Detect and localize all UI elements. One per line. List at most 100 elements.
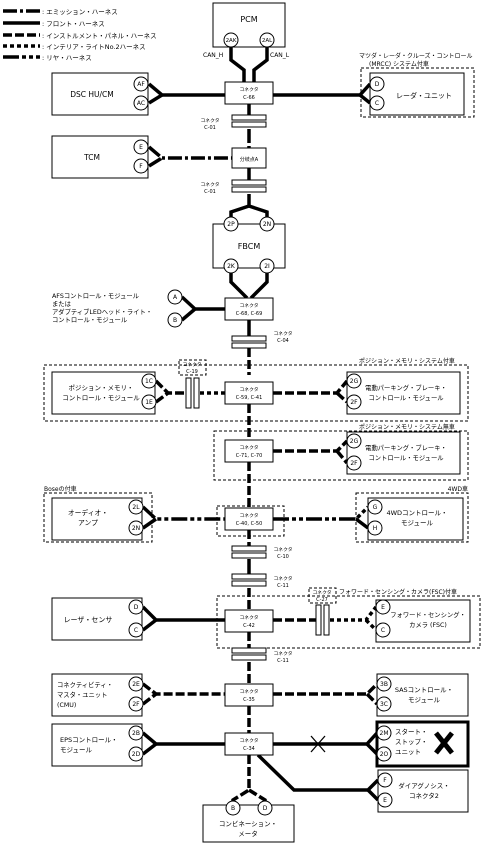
- pin-pcm-2: [259, 32, 275, 48]
- pin-dsc-1-label: AF: [137, 81, 145, 88]
- afs-label-3: アダプティブLEDヘッド・ライト・: [52, 307, 152, 316]
- cmu-label-2: マスタ・ユニット: [57, 690, 107, 699]
- pin-meter-2: [257, 800, 273, 816]
- connector-c01a-code: C-01: [204, 125, 216, 131]
- pin-pos-1: [141, 373, 157, 389]
- connector-c01a-top: [231, 114, 267, 121]
- awd-module: [367, 497, 464, 541]
- connector-c40: [224, 507, 274, 531]
- pos-memory-label-1: ポジション・メモリ・: [69, 384, 134, 392]
- note-bose: Boseの付車: [44, 485, 77, 493]
- meter-module: [202, 804, 295, 843]
- pin-sas-2: [376, 696, 392, 712]
- wire-start-2: [365, 742, 379, 756]
- legend-interior-label: : インテリア・ライトNo.2ハーネス: [42, 43, 146, 51]
- note-pos-without: ポジション・メモリ・システム無車: [359, 423, 455, 431]
- note-mrcc-2: (MRCC) システム付車: [369, 60, 429, 68]
- start-stop-module: [375, 720, 470, 768]
- pin-sas-1: [376, 676, 392, 692]
- dsc-label: DSC HU/CM: [70, 90, 114, 99]
- connector-c59: [224, 381, 274, 405]
- pin-diag-2-label: E: [383, 797, 387, 804]
- connector-c19-code: C-19: [186, 369, 198, 375]
- pin-4wd-1: [367, 499, 383, 515]
- pin-tcm-2-label: F: [139, 163, 143, 170]
- pin-dsc-1: [133, 76, 149, 92]
- pin-fsc-2-label: C: [381, 627, 385, 634]
- epb-1-label-2: コントロール・モジュール: [368, 394, 443, 402]
- wire-epb1-1: [273, 379, 349, 395]
- pin-audio-1-label: 2L: [132, 504, 140, 511]
- pin-meter-1-label: B: [231, 805, 235, 812]
- fsc-label-2: カメラ (FSC): [409, 621, 447, 629]
- epb-module-2: [346, 431, 461, 475]
- connector-c10-bottom: [231, 552, 267, 559]
- connector-c40-title: コネクタ: [240, 512, 259, 519]
- pin-diag-1: [377, 772, 393, 788]
- connector-c68-code: C-68, C-69: [236, 311, 263, 317]
- fsc-label-1: フォワード・センシング・: [390, 610, 466, 619]
- connector-c11a-title: コネクタ: [274, 575, 293, 582]
- epb-2-label-2: コントロール・モジュール: [368, 454, 443, 462]
- connector-c11b-top: [231, 647, 267, 654]
- pin-sas-2-label: 3C: [380, 701, 388, 708]
- diag-label-2: コネクタ2: [409, 791, 439, 800]
- pin-pcm-1: [223, 32, 239, 48]
- frame-mrcc: [360, 67, 475, 118]
- pin-start-1-label: 2M: [380, 730, 389, 737]
- connector-c11b-bottom: [231, 654, 267, 661]
- connector-c59-code: C-59, C-41: [236, 395, 263, 401]
- wire-afs-1: [180, 295, 225, 311]
- frame-pos-without: [213, 430, 469, 481]
- afs-label-2: または: [52, 300, 71, 308]
- pin-cmu-1-label: 2E: [132, 681, 140, 688]
- note-4wd: 4WD車: [448, 485, 468, 493]
- pin-fbcm-bot-1: [223, 258, 239, 274]
- wire-fbcm-bot-2: [249, 272, 269, 300]
- radar-label: レーダ・ユニット: [396, 91, 452, 100]
- cmu-label-3: (CMU): [57, 702, 76, 709]
- audio-label-2: アンプ: [78, 519, 98, 527]
- pin-4wd-1-label: G: [373, 504, 378, 511]
- wire-tcm-2: [148, 156, 163, 168]
- pin-dsc-2-label: AC: [137, 100, 145, 107]
- connector-c35-title: コネクタ: [240, 688, 259, 695]
- pin-epb1-2-label: 2F: [350, 399, 358, 406]
- wire-audio-2: [142, 517, 157, 530]
- legend-emission-label: : エミッション・ハーネス: [42, 8, 118, 16]
- connector-c27-right: [323, 604, 330, 636]
- wire-epb2-2: [335, 449, 349, 465]
- pin-radar-1: [369, 76, 385, 92]
- pos-memory-label-2: コントロール・モジュール: [62, 394, 140, 402]
- pin-fbcm-bot-1-label: 2K: [227, 263, 236, 270]
- connector-c04-bottom: [231, 342, 267, 349]
- pin-afs-1: [167, 289, 183, 305]
- connector-c01b-code: C-01: [204, 189, 216, 195]
- fbcm-label: FBCM: [238, 242, 261, 251]
- meter-label-2: メータ: [238, 829, 258, 838]
- pin-dsc-2: [133, 95, 149, 111]
- wire-eps-2: [141, 742, 158, 756]
- connector-c34: [224, 732, 274, 756]
- connector-c19-right: [193, 377, 200, 409]
- connector-c01b-title: コネクタ: [201, 181, 220, 188]
- laser-label: レーザ・センサ: [64, 616, 113, 624]
- note-can-h: CAN_H: [203, 52, 223, 59]
- pin-epb1-2: [346, 394, 362, 410]
- awd-label-1: 4WDコントロール・: [386, 509, 447, 517]
- pin-pos-2-label: 1E: [145, 399, 153, 406]
- pin-eps-1: [128, 725, 144, 741]
- pin-meter-2-label: D: [263, 805, 268, 812]
- pin-epb2-1-label: 2G: [350, 438, 359, 445]
- pin-cmu-2: [128, 696, 144, 712]
- connector-c11a-code: C-11: [277, 583, 289, 589]
- wire-4wd-2: [354, 517, 370, 530]
- wire-laser-2: [141, 618, 158, 632]
- pin-fbcm-top-1-label: 2P: [227, 221, 235, 228]
- connector-c19-left: [185, 377, 192, 409]
- pin-4wd-2-label: H: [373, 525, 378, 532]
- pin-eps-1-label: 2B: [132, 730, 140, 737]
- pos-memory-module: [51, 371, 156, 415]
- cmu-module: [51, 673, 143, 717]
